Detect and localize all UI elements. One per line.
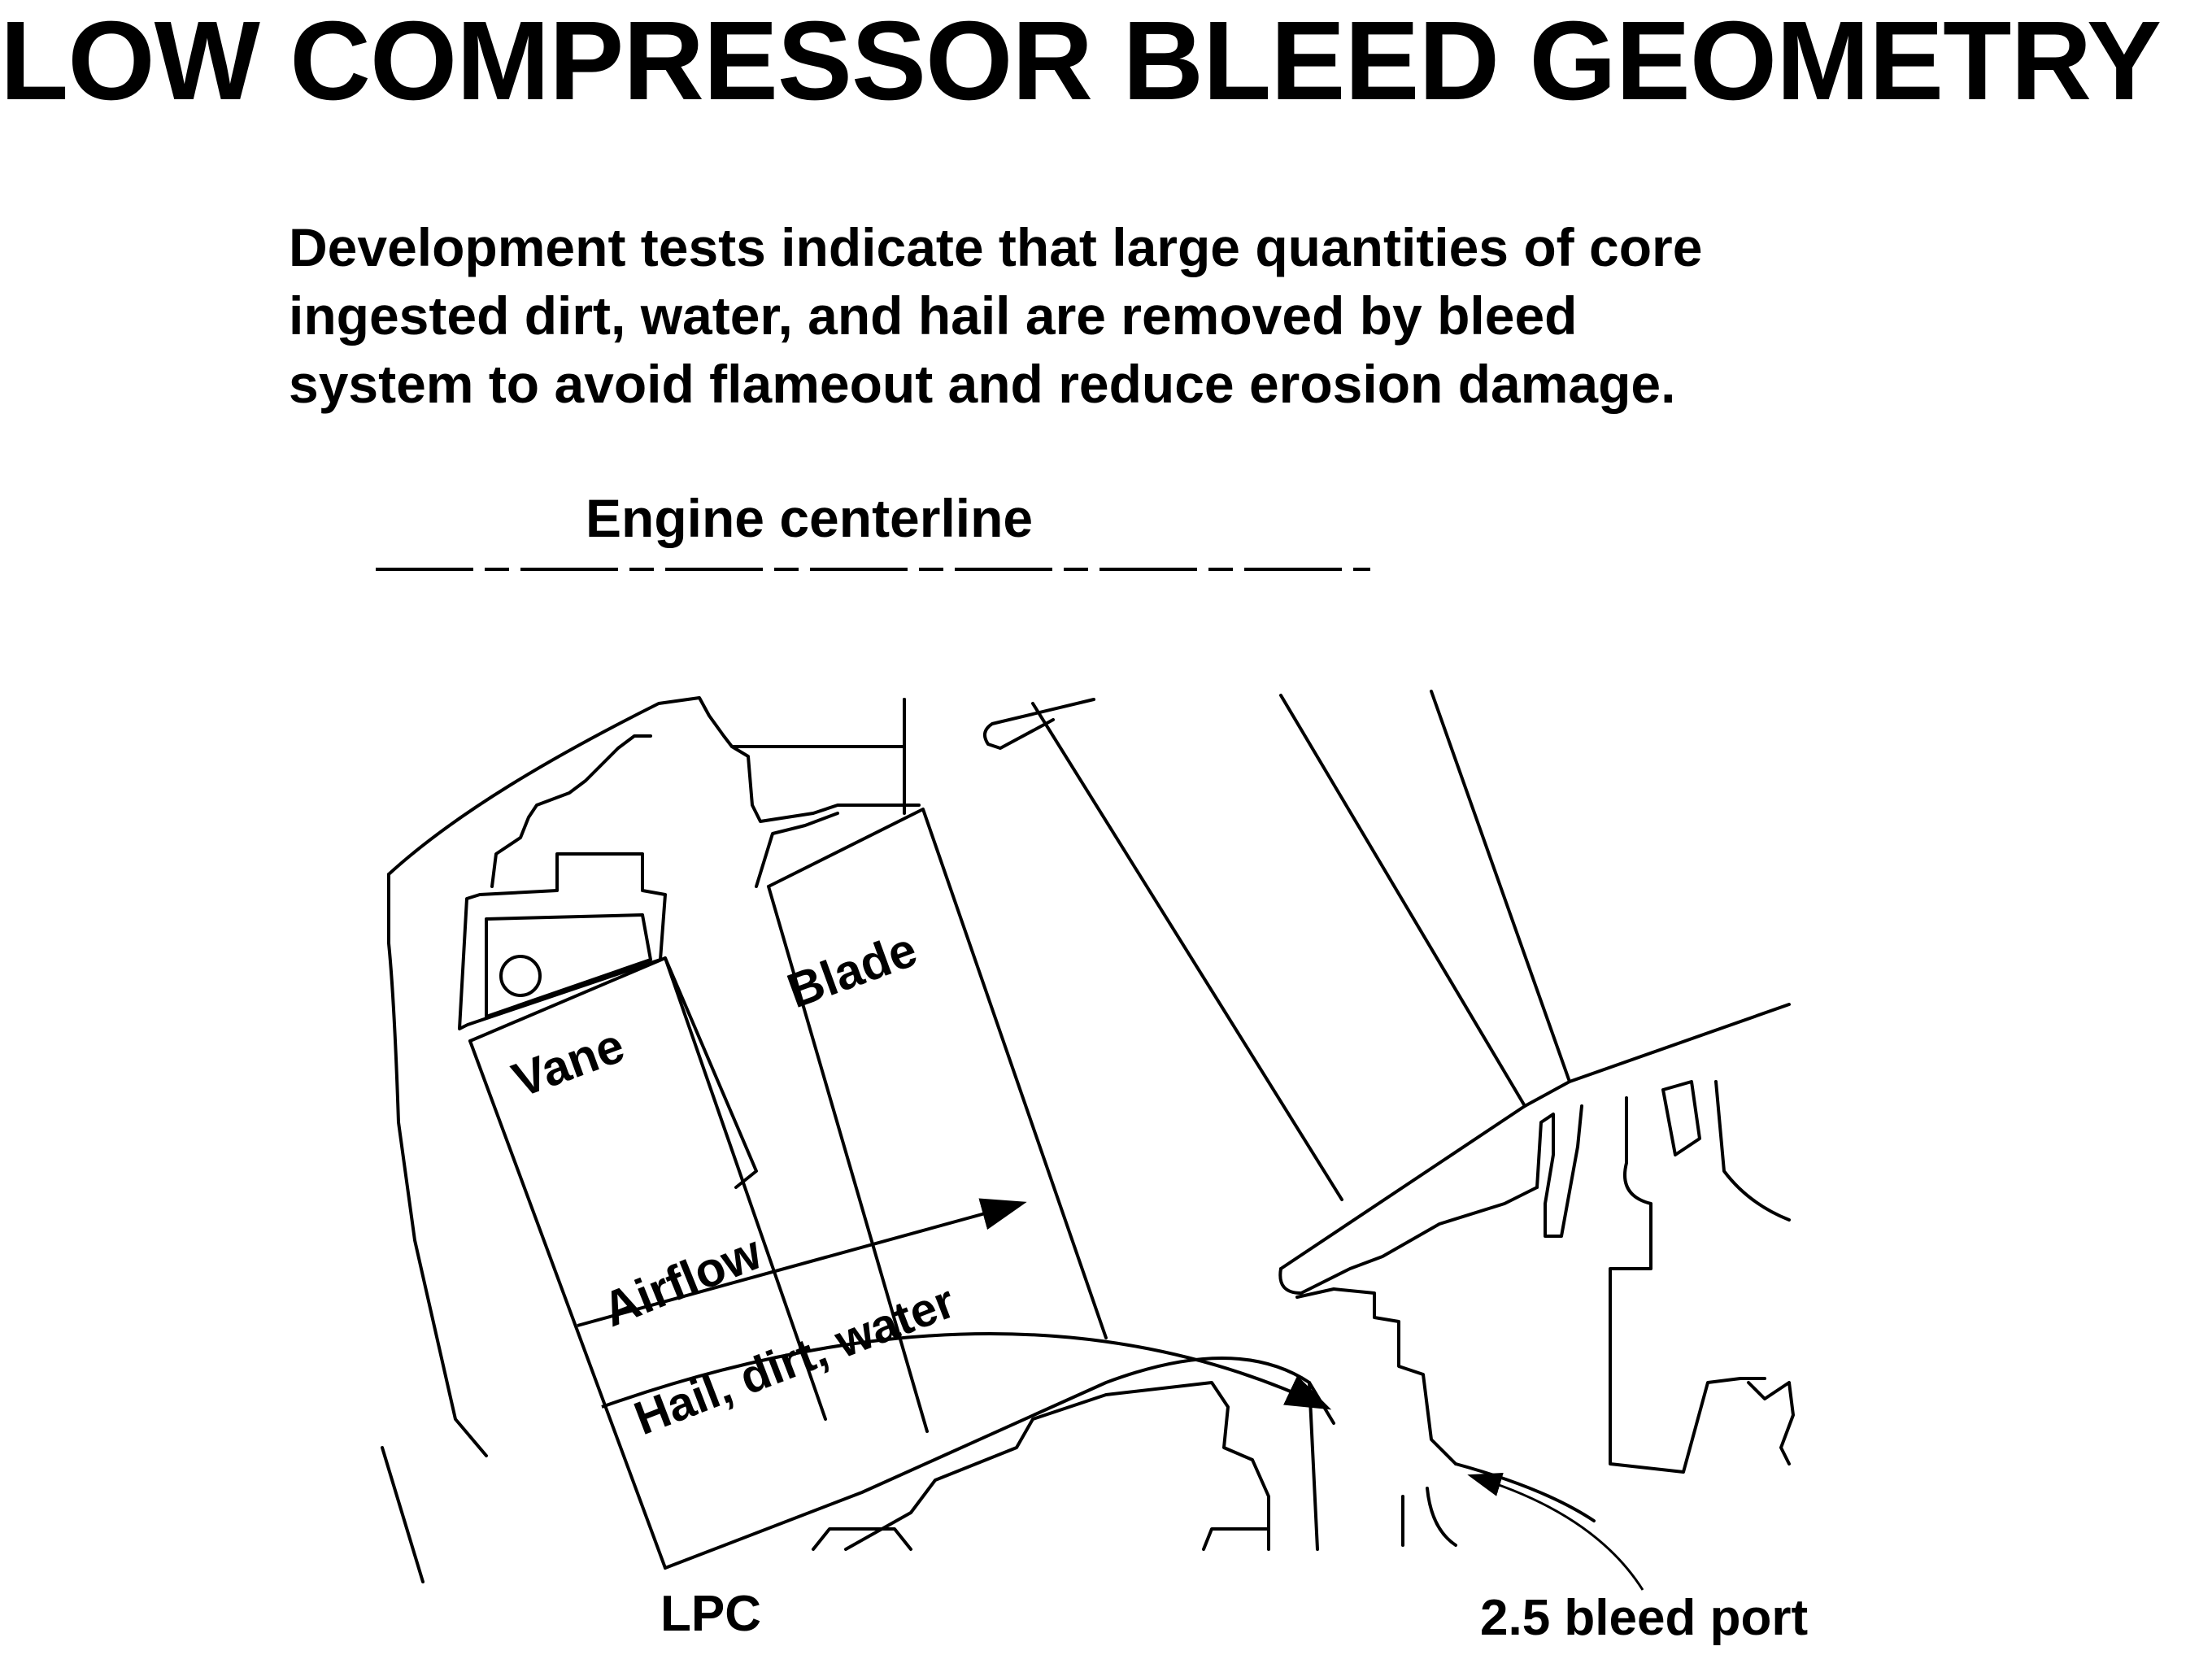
hub-disk bbox=[812, 1527, 1270, 1551]
bleed-port-lip bbox=[1278, 1186, 1539, 1295]
centerline-label: Engine centerline bbox=[586, 488, 1033, 548]
bleed-port-disk bbox=[1609, 1096, 1766, 1474]
blade-leading-edge bbox=[767, 885, 929, 1433]
inner-hub bbox=[664, 1357, 1335, 1570]
inner-hub-detail bbox=[844, 1381, 1270, 1551]
airflow-label: Airflow bbox=[595, 1225, 769, 1337]
blade-outline bbox=[767, 808, 1108, 1339]
bleed-port-label: 2.5 bleed port bbox=[1480, 1590, 1808, 1646]
description-text: Development tests indicate that large qu… bbox=[289, 213, 1956, 418]
vane-bolt bbox=[499, 955, 542, 997]
casing-flange bbox=[490, 734, 652, 888]
bleed-port-web bbox=[1714, 1080, 1791, 1222]
bleed-duct-wall-b bbox=[1279, 694, 1526, 1108]
casing-bracket bbox=[755, 812, 839, 888]
bleed-duct-wall-c bbox=[1430, 690, 1571, 1083]
bleed-port-casing bbox=[1279, 1003, 1791, 1270]
vane-trailing-edge bbox=[664, 956, 827, 1421]
debris-trajectory bbox=[601, 1332, 1332, 1410]
description-line-3: system to avoid flameout and reduce eros… bbox=[289, 354, 1676, 414]
left-wall bbox=[387, 873, 488, 1457]
vane-outline bbox=[468, 956, 758, 1189]
bleed-port-cavity bbox=[1295, 1287, 1457, 1465]
bleed-port-lower-wall bbox=[1426, 1462, 1596, 1547]
blade-label: Blade bbox=[781, 921, 924, 1018]
vane-housing-inner bbox=[485, 913, 652, 1018]
lower-right-edge bbox=[1308, 1381, 1319, 1551]
lpc-label: LPC bbox=[660, 1586, 761, 1642]
airflow-arrow bbox=[577, 1198, 1027, 1327]
vane-leading-edge bbox=[468, 1039, 667, 1570]
bleed-port-frame bbox=[1535, 1104, 1583, 1238]
page-title: LOW COMPRESSOR BLEED GEOMETRY bbox=[0, 0, 2162, 124]
outer-casing bbox=[387, 696, 906, 876]
vane-label: Vane bbox=[506, 1017, 632, 1108]
description-line-2: ingested dirt, water, and hail are remov… bbox=[289, 285, 1578, 346]
left-wall-outer bbox=[381, 1446, 425, 1583]
casing-lug bbox=[730, 745, 921, 823]
bleed-duct-lip bbox=[983, 698, 1095, 750]
description-line-1: Development tests indicate that large qu… bbox=[289, 217, 1703, 277]
bleed-duct-wall-a bbox=[1031, 702, 1343, 1201]
bleed-port-rib bbox=[1661, 1080, 1701, 1156]
vane-housing bbox=[458, 852, 667, 1030]
bleed-port-hub bbox=[1747, 1381, 1795, 1465]
bleed-port-leader bbox=[1467, 1472, 1644, 1591]
